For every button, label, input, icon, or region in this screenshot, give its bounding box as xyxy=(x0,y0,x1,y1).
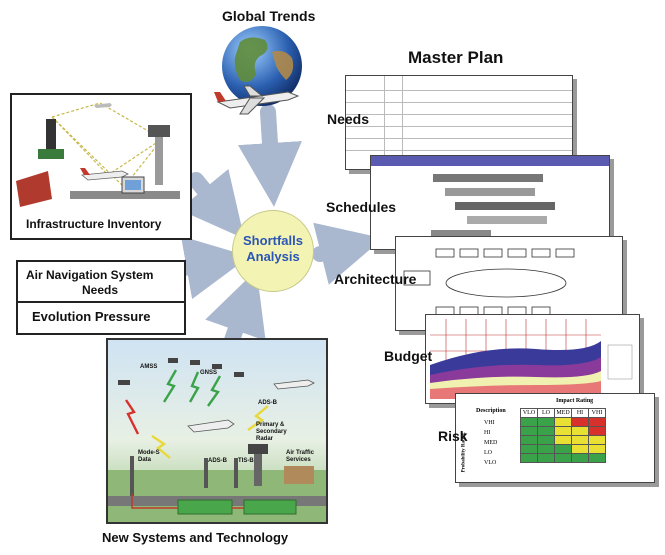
infrastructure-inventory-label: Infrastructure Inventory xyxy=(26,217,162,231)
new-systems-panel: AMSS GNSS ADS-B Primary & Secondary Rada… xyxy=(106,338,328,524)
new-systems-label: New Systems and Technology xyxy=(102,530,289,545)
risk-row-labels: VHI HI MED LO VLO xyxy=(484,418,497,468)
master-plan-title: Master Plan xyxy=(408,48,504,67)
risk-table: VLO LO MED HI VHI xyxy=(520,408,606,463)
arrow-ans-needs xyxy=(176,236,250,300)
ans-needs-divider xyxy=(18,301,184,303)
infrastructure-inventory-panel: Infrastructure Inventory xyxy=(10,93,192,240)
amss-label: AMSS xyxy=(140,364,158,370)
ans-needs-box: Air Navigation System Needs Evolution Pr… xyxy=(16,260,186,335)
new-systems-illustration xyxy=(108,358,326,522)
global-trends-label: Global Trends xyxy=(222,8,316,24)
risk-label: Risk xyxy=(438,428,468,444)
risk-description-header: Description xyxy=(476,408,506,414)
evolution-pressure-label: Evolution Pressure xyxy=(32,309,151,324)
atc-label-2: Services xyxy=(286,457,311,463)
shortfalls-label-line1: Shortfalls xyxy=(243,233,303,248)
infrastructure-illustration xyxy=(16,102,180,207)
risk-row-label: HI xyxy=(484,430,491,436)
arrow-new-systems xyxy=(205,269,266,348)
atc-label-1: Air Traffic xyxy=(286,450,315,456)
schedules-label: Schedules xyxy=(326,199,397,215)
risk-impact-header: Impact Rating xyxy=(556,398,594,404)
schedules-document xyxy=(370,155,610,250)
needs-label: Needs xyxy=(327,111,370,127)
architecture-label: Architecture xyxy=(334,271,417,287)
arrow-global-trends xyxy=(238,104,302,207)
shortfalls-analysis-node: Shortfalls Analysis xyxy=(232,210,314,292)
risk-col-header: LO xyxy=(537,408,555,418)
risk-row-label: VHI xyxy=(484,420,495,426)
arrow-infrastructure xyxy=(178,168,245,239)
budget-document xyxy=(425,314,640,404)
risk-document: Impact Rating Description Probability Ra… xyxy=(455,393,655,483)
risk-row-label: VLO xyxy=(484,460,497,466)
globe-icon xyxy=(214,26,302,115)
risk-row-label: MED xyxy=(484,440,498,446)
risk-col-header: MED xyxy=(554,408,572,418)
risk-matrix: VLO LO MED HI VHI xyxy=(520,408,606,463)
risk-col-header: VHI xyxy=(588,408,606,418)
risk-col-header: HI xyxy=(571,408,589,418)
primary-radar-label-3: Radar xyxy=(256,436,274,442)
ans-needs-label-line2: Needs xyxy=(82,283,119,297)
mode-s-label-1: Mode-S xyxy=(138,450,160,456)
gnss-label: GNSS xyxy=(200,370,218,376)
risk-row-label: LO xyxy=(484,450,492,456)
risk-col-header: VLO xyxy=(520,408,538,418)
ans-needs-label-line1: Air Navigation System xyxy=(26,268,154,282)
airplane-icon xyxy=(214,85,300,115)
tis-b-label: TIS-B xyxy=(238,458,254,464)
ads-b-top-label: ADS-B xyxy=(258,400,277,406)
arrow-to-master-plan xyxy=(312,222,384,285)
primary-radar-label-1: Primary & xyxy=(256,422,285,428)
mode-s-label-2: Data xyxy=(138,457,152,463)
needs-document xyxy=(345,75,573,170)
shortfalls-label-line2: Analysis xyxy=(246,249,300,264)
ads-b-bottom-label: ADS-B xyxy=(208,458,227,464)
primary-radar-label-2: Secondary xyxy=(256,429,287,435)
budget-label: Budget xyxy=(384,348,433,364)
